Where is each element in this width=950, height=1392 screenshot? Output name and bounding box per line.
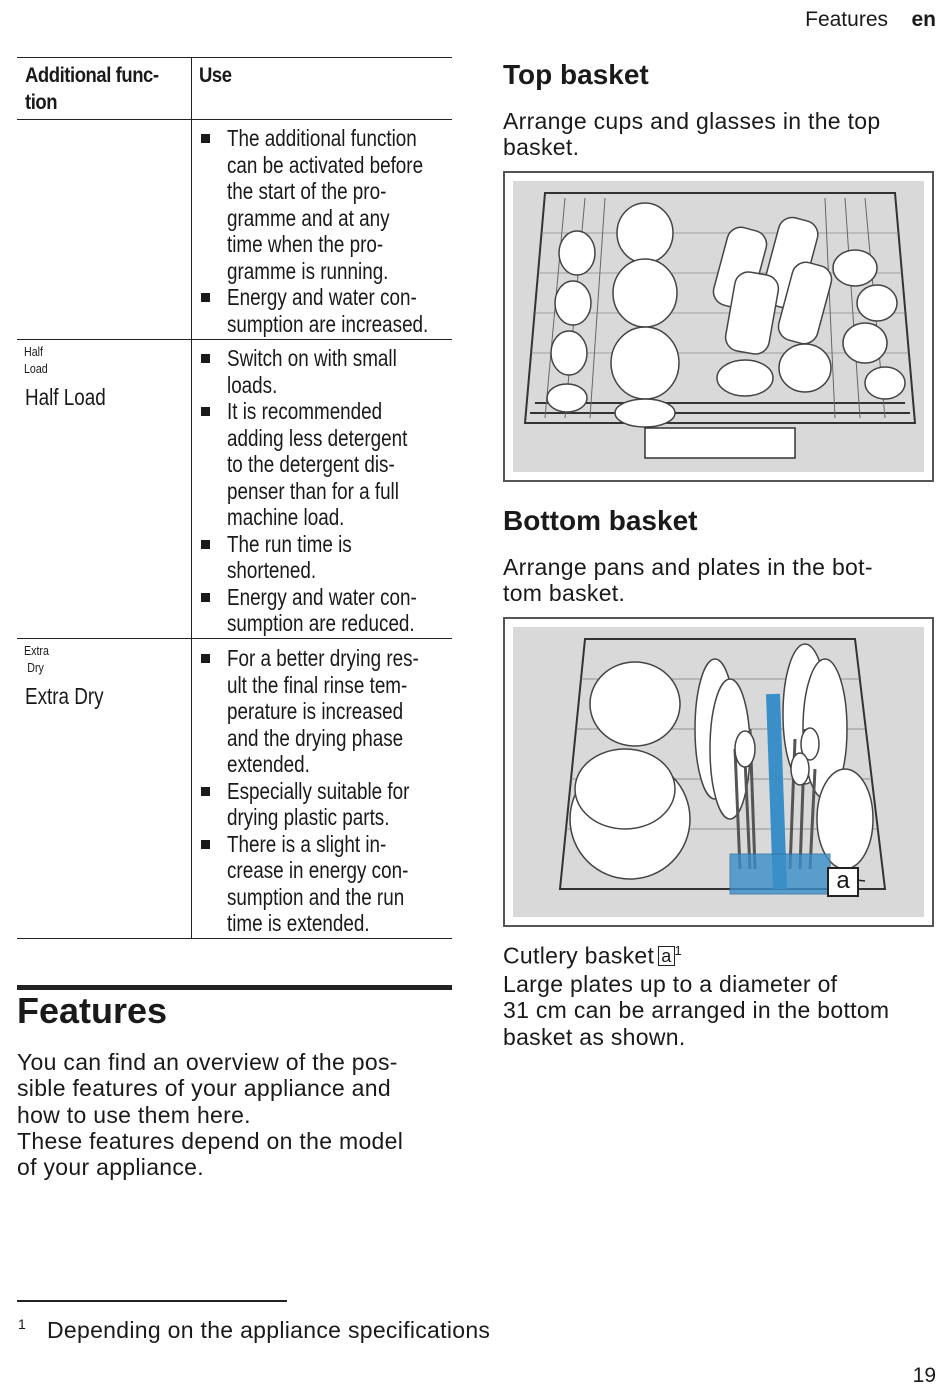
table-header-use: Use [199,64,232,87]
bullet-square-icon [201,407,210,416]
table-header-function: Additional func- tion [25,64,159,114]
footnote-text: Depending on the appliance specification… [47,1317,491,1343]
top-basket-drawing [523,192,917,459]
table-column-divider [191,58,192,938]
table-row-rule [17,638,452,639]
bottom-basket-drawing [558,638,887,895]
bullet-square-icon [201,539,210,549]
bullet-square-icon [201,134,210,143]
running-header-language: en [911,8,936,31]
bottom-basket-illustration: a [503,617,934,927]
bullet-square-icon [201,786,210,796]
half-load-icon: Half Load [24,344,48,376]
function-name-half-load: Half Load [25,384,106,410]
table-row-rule [17,339,452,340]
bottom-basket-text: Arrange pans and plates in the bot- tom … [503,554,873,607]
table-bottom-rule [17,938,452,939]
large-plates-note: Large plates up to a diameter of 31 cm c… [503,971,890,1050]
top-basket-heading: Top basket [503,59,649,90]
bullet-square-icon [201,839,210,849]
function-name-extra-dry: Extra Dry [25,683,104,709]
bottom-basket-heading: Bottom basket [503,505,698,536]
row3-bullet-list: For a better drying res-ult the final ri… [199,645,461,937]
reference-label: a [658,945,675,966]
features-paragraph: You can find an overview of the pos- sib… [17,1049,404,1181]
features-heading: Features [17,990,168,1031]
bullet-square-icon [201,354,210,363]
list-item: Energy and water con-sumption are increa… [199,284,472,337]
extra-dry-icon: Extra Dry [24,643,49,675]
top-basket-illustration [503,171,934,482]
footnote-marker: 1 [674,943,683,958]
top-basket-text: Arrange cups and glasses in the top bask… [503,108,881,161]
footnote-number: 1 [18,1316,26,1332]
list-item: There is a slight in-crease in energy co… [199,831,461,937]
list-item: For a better drying res-ult the final ri… [199,645,461,778]
footnote-rule [17,1300,287,1302]
running-header-section: Features [805,8,888,31]
list-item: Energy and water con-sumption are reduce… [199,584,458,637]
bullet-square-icon [201,592,210,602]
bullet-square-icon [201,654,210,663]
page-number: 19 [912,1364,936,1387]
callout-label: a [827,867,859,897]
table-top-rule [17,57,452,58]
table-header-rule [17,119,452,120]
section-rule [17,985,452,990]
bullet-square-icon [201,293,210,302]
